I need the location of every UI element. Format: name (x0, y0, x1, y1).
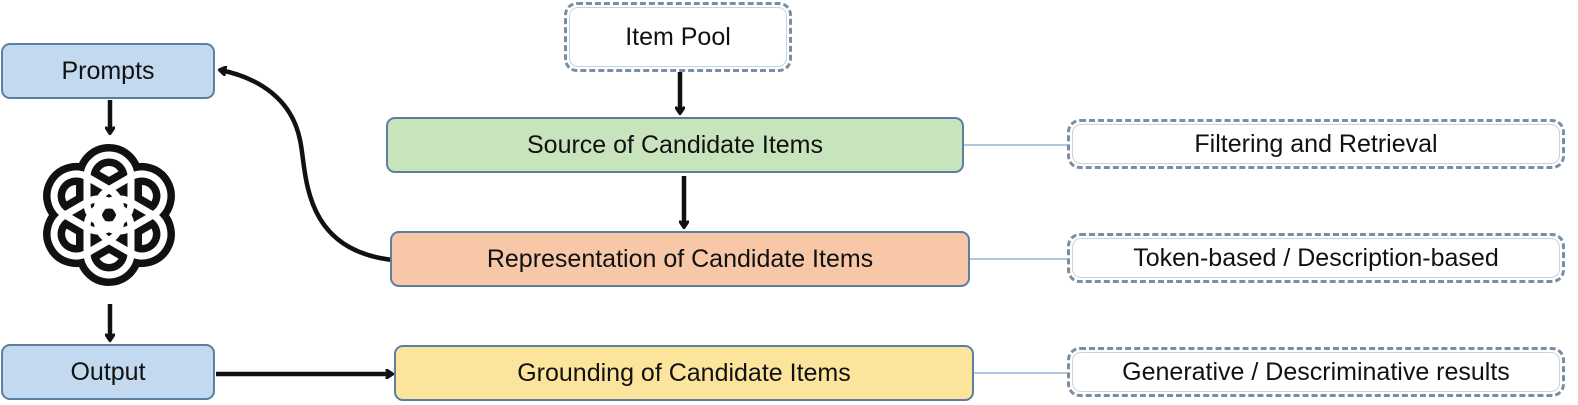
representation-label: Representation of Candidate Items (486, 244, 874, 273)
output-box: Output (1, 344, 215, 400)
token-label: Token-based / Description-based (1133, 243, 1499, 272)
prompts-label: Prompts (61, 56, 155, 85)
filtering-box: Filtering and Retrieval (1067, 119, 1565, 169)
generative-label: Generative / Descriminative results (1122, 357, 1510, 386)
prompts-box: Prompts (1, 43, 215, 99)
token-box: Token-based / Description-based (1067, 233, 1565, 283)
generative-box: Generative / Descriminative results (1067, 347, 1565, 397)
openai-knot-logo-icon (43, 144, 175, 286)
grounding-box: Grounding of Candidate Items (394, 345, 974, 401)
grounding-label: Grounding of Candidate Items (517, 358, 851, 387)
item-pool-label: Item Pool (625, 22, 731, 51)
item-pool-box: Item Pool (564, 2, 792, 72)
representation-box: Representation of Candidate Items (390, 231, 970, 287)
arrow-representation-to-prompts (220, 70, 394, 263)
source-box: Source of Candidate Items (386, 117, 964, 173)
filtering-label: Filtering and Retrieval (1194, 129, 1438, 158)
source-label: Source of Candidate Items (527, 130, 823, 159)
output-label: Output (70, 357, 146, 386)
